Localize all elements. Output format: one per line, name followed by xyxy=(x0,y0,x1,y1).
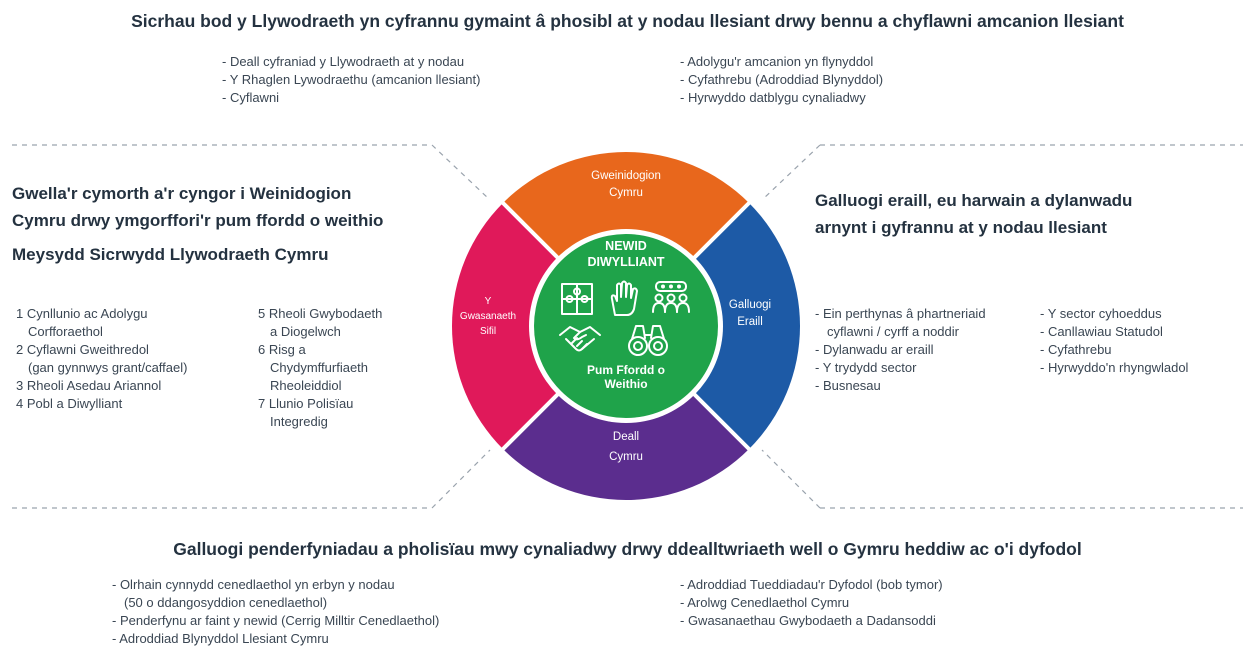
partners-list-col1: - Ein perthynas â phartneriaid cyflawni … xyxy=(815,305,986,395)
list-item: (gan gynnwys grant/caffael) xyxy=(28,360,188,375)
list-item: 4 Pobl a Diwylliant xyxy=(16,396,123,411)
list-item: - Cyflawni xyxy=(222,90,280,105)
partners-list-col2: - Y sector cyhoeddus - Canllawiau Statud… xyxy=(1040,305,1188,377)
list-item: - Deall cyfraniad y Llywodraeth at y nod… xyxy=(222,54,465,69)
left-heading-line1: Gwella'r cymorth a'r cyngor i Weinidogio… xyxy=(12,184,352,203)
segment-label-top-1: Gweinidogion xyxy=(591,170,661,182)
list-item: 6 Risg a xyxy=(258,342,306,357)
segment-label-bottom-2: Cymru xyxy=(609,451,643,463)
wheel: Gweinidogion Cymru Galluogi Eraill Deall… xyxy=(451,151,801,501)
bottom-left-list: - Olrhain cynnydd cenedlaethol yn erbyn … xyxy=(112,576,439,648)
list-item: - Adroddiad Tueddiadau'r Dyfodol (bob ty… xyxy=(680,577,943,592)
list-item: 1 Cynllunio ac Adolygu xyxy=(16,306,148,321)
assurance-areas-col2: 5 Rheoli Gwybodaeth a Diogelwch 6 Risg a… xyxy=(258,305,382,431)
top-left-list: - Deall cyfraniad y Llywodraeth at y nod… xyxy=(222,53,480,107)
list-item: - Adroddiad Blynyddol Llesiant Cymru xyxy=(112,631,329,646)
list-item: Chydymffurfiaeth xyxy=(270,360,369,375)
group-meeting-icon xyxy=(652,281,690,313)
list-item: - Arolwg Cenedlaethol Cymru xyxy=(680,595,850,610)
list-item: - Gwasanaethau Gwybodaeth a Dadansoddi xyxy=(680,613,936,628)
list-item: - Hyrwyddo'n rhyngwladol xyxy=(1040,360,1189,375)
list-item: 2 Cyflawni Gweithredol xyxy=(16,342,149,357)
top-heading: Sicrhau bod y Llywodraeth yn cyfrannu gy… xyxy=(131,11,1124,31)
left-heading: Gwella'r cymorth a'r cyngor i Weinidogio… xyxy=(12,180,383,234)
list-item: - Y trydydd sector xyxy=(815,360,917,375)
bottom-heading: Galluogi penderfyniadau a pholisïau mwy … xyxy=(173,539,1082,559)
binoculars-icon xyxy=(628,325,668,356)
list-item: Integredig xyxy=(270,414,328,429)
assurance-areas-col1: 1 Cynllunio ac Adolygu Corfforaethol 2 C… xyxy=(16,305,187,413)
handshake-icon xyxy=(559,326,601,352)
divider-bottom-left-diagonal xyxy=(431,449,491,509)
center-bottom-line2: Weithio xyxy=(604,377,647,391)
divider-bottom-right-diagonal xyxy=(761,449,821,509)
list-item: - Hyrwyddo datblygu cynaliadwy xyxy=(680,90,866,105)
left-sub-heading: Meysydd Sicrwydd Llywodraeth Cymru xyxy=(12,245,329,264)
list-item: - Busnesau xyxy=(815,378,881,393)
list-item: 5 Rheoli Gwybodaeth xyxy=(258,306,383,321)
list-item: - Olrhain cynnydd cenedlaethol yn erbyn … xyxy=(112,577,395,592)
divider-top-right-diagonal xyxy=(761,144,821,201)
segment-label-left-3: Sifil xyxy=(480,326,496,337)
list-item: - Y Rhaglen Lywodraethu (amcanion llesia… xyxy=(222,72,481,87)
list-item: - Cyfathrebu xyxy=(1040,342,1112,357)
right-heading: Galluogi eraill, eu harwain a dylanwadu … xyxy=(815,187,1132,241)
bottom-right-list: - Adroddiad Tueddiadau'r Dyfodol (bob ty… xyxy=(680,576,943,630)
segment-label-left-1: Y xyxy=(485,296,492,307)
right-heading-line2: arnynt i gyfrannu at y nodau llesiant xyxy=(815,218,1107,237)
segment-label-right-1: Galluogi xyxy=(729,299,771,311)
segment-label-right-2: Eraill xyxy=(737,316,763,328)
list-item: - Ein perthynas â phartneriaid xyxy=(815,306,986,321)
list-item: - Dylanwadu ar eraill xyxy=(815,342,934,357)
list-item: 7 Llunio Polisïau xyxy=(258,396,354,411)
segment-label-top-2: Cymru xyxy=(609,187,643,199)
list-item: Rheoleiddiol xyxy=(270,378,342,393)
list-item: 3 Rheoli Asedau Ariannol xyxy=(16,378,162,393)
top-right-list: - Adolygu'r amcanion yn flynyddol - Cyfa… xyxy=(680,53,883,107)
center-top-line1: NEWID xyxy=(605,239,647,253)
list-item: a Diogelwch xyxy=(270,324,341,339)
center-top-line2: DIWYLLIANT xyxy=(587,255,664,269)
list-item: - Penderfynu ar faint y newid (Cerrig Mi… xyxy=(112,613,440,628)
list-item: cyflawni / cyrff a noddir xyxy=(827,324,959,339)
list-item: - Cyfathrebu (Adroddiad Blynyddol) xyxy=(680,72,884,87)
list-item: - Adolygu'r amcanion yn flynyddol xyxy=(680,54,874,69)
list-item: - Y sector cyhoeddus xyxy=(1040,306,1162,321)
divider-top-left-diagonal xyxy=(431,144,491,201)
dashed-dividers xyxy=(12,144,1243,509)
segment-label-bottom-1: Deall xyxy=(613,431,639,443)
puzzle-icon xyxy=(561,283,593,315)
list-item: (50 o ddangosyddion cenedlaethol) xyxy=(124,595,328,610)
center-bottom-line1: Pum Ffordd o xyxy=(587,363,665,377)
list-item: Corfforaethol xyxy=(28,324,103,339)
raised-hand-icon xyxy=(610,280,638,316)
segment-label-left-2: Gwasanaeth xyxy=(460,311,516,322)
left-heading-line2: Cymru drwy ymgorffori'r pum ffordd o wei… xyxy=(12,211,384,230)
list-item: - Canllawiau Statudol xyxy=(1040,324,1163,339)
center-circle xyxy=(534,234,718,418)
right-heading-line1: Galluogi eraill, eu harwain a dylanwadu xyxy=(815,191,1133,210)
